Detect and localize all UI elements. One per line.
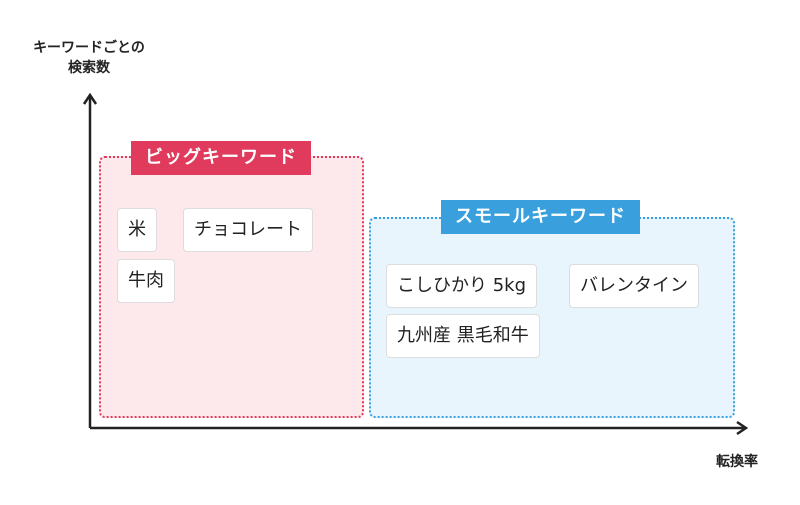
keyword-chip: こしひかり 5kg	[386, 264, 538, 308]
keyword-chip: 牛肉	[117, 259, 175, 303]
keyword-chip: バレンタイン	[569, 264, 699, 308]
y-axis-arrow	[82, 92, 98, 105]
y-axis-label: キーワードごとの 検索数	[24, 38, 154, 78]
small-keyword-title: スモールキーワード	[441, 200, 640, 234]
keyword-chip: 米	[117, 208, 157, 252]
x-axis-arrow	[736, 420, 749, 436]
big-keyword-title: ビッグキーワード	[131, 141, 311, 175]
y-axis-label-line2: 検索数	[68, 60, 110, 76]
keyword-chip: チョコレート	[183, 208, 313, 252]
keyword-chip: 九州産 黒毛和牛	[386, 314, 540, 358]
x-axis-label: 転換率	[716, 454, 758, 470]
y-axis-label-line1: キーワードごとの	[33, 40, 145, 56]
